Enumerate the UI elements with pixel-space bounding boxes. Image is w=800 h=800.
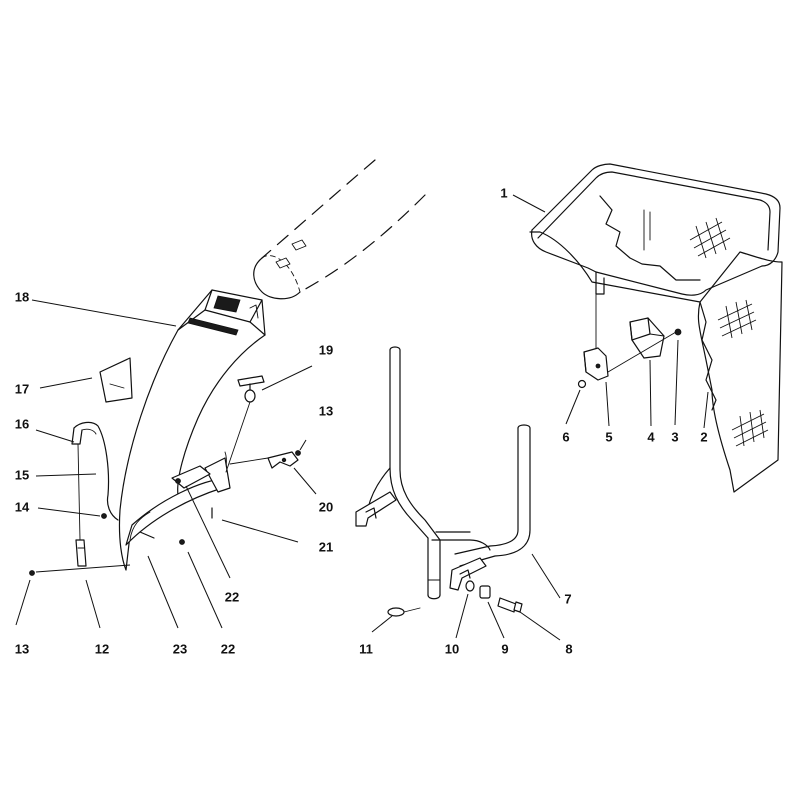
- latch-spring: [71, 421, 119, 521]
- callout-8: 8: [565, 641, 572, 656]
- bolt-8: [497, 597, 523, 613]
- nut-right: [295, 450, 301, 456]
- screw: [674, 328, 682, 336]
- callout-22-lower: 22: [221, 641, 235, 656]
- clip-plate: [583, 347, 609, 381]
- callout-19: 19: [319, 342, 333, 357]
- mount-bracket: [629, 317, 665, 359]
- callout-11: 11: [359, 641, 373, 656]
- nut: [29, 570, 35, 576]
- nut-lower: [179, 539, 185, 545]
- bracket: [267, 451, 299, 469]
- callout-10: 10: [445, 641, 459, 656]
- callout-6: 6: [562, 429, 569, 444]
- knob: [225, 375, 265, 473]
- callout-22-upper: 22: [225, 589, 239, 604]
- latch-handle: [75, 539, 87, 567]
- label-plate: [99, 357, 133, 403]
- callout-16: 16: [15, 416, 29, 431]
- callout-labels: 1 2 3 4 5 6 7 8 9 10 11 12 13 13 14 15 1…: [15, 185, 708, 656]
- spacer: [479, 585, 491, 599]
- washer: [465, 580, 475, 592]
- callout-13-left: 13: [15, 641, 29, 656]
- bolt: [139, 531, 155, 539]
- pin: [101, 513, 107, 519]
- callout-23: 23: [173, 641, 187, 656]
- callout-13-right: 13: [319, 403, 333, 418]
- handle-frame: [355, 346, 531, 600]
- callout-15: 15: [15, 467, 29, 482]
- callout-12: 12: [95, 641, 109, 656]
- leader-lines: [15, 194, 709, 641]
- callout-9: 9: [501, 641, 508, 656]
- discharge-chute: [118, 289, 266, 571]
- latch-rod: [77, 443, 81, 541]
- callout-21: 21: [319, 539, 333, 554]
- callout-5: 5: [605, 429, 612, 444]
- hairpin-clip: [387, 607, 421, 617]
- callout-14: 14: [15, 499, 30, 514]
- callout-3: 3: [671, 429, 678, 444]
- callout-1: 1: [500, 185, 507, 200]
- callout-7: 7: [564, 591, 571, 606]
- callout-20: 20: [319, 499, 333, 514]
- callout-17: 17: [15, 381, 29, 396]
- callout-18: 18: [15, 289, 29, 304]
- dashed-hose-outline: [253, 159, 426, 300]
- callout-4: 4: [647, 429, 655, 444]
- grass-bag: [529, 163, 783, 493]
- callout-2: 2: [700, 429, 707, 444]
- nut-6: [577, 379, 587, 389]
